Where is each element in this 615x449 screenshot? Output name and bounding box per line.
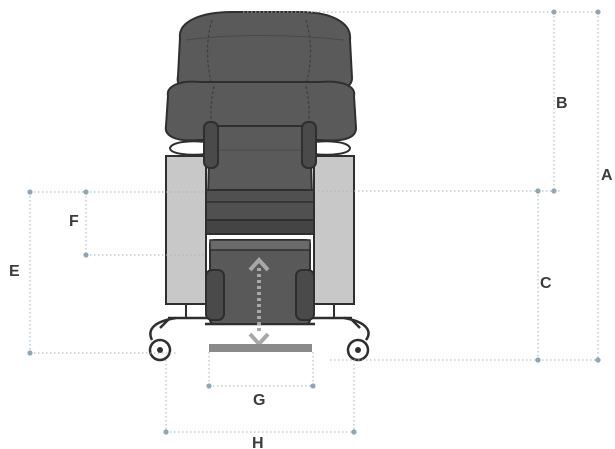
armrest-loop-right <box>313 140 352 156</box>
label-a: A <box>601 167 613 184</box>
dimension-f <box>83 189 206 258</box>
backrest-lower <box>206 125 314 197</box>
label-c: C <box>540 275 552 292</box>
dimension-e <box>27 189 206 356</box>
chair-illustration <box>148 11 370 362</box>
dimension-h <box>163 360 357 435</box>
dimension-labels: A B C E F G H <box>9 95 613 449</box>
dimension-lines <box>27 9 601 435</box>
label-h: H <box>252 435 264 449</box>
dimension-g <box>206 352 316 389</box>
label-g: G <box>253 392 265 409</box>
headrest-cushion <box>176 11 354 92</box>
foot-plate <box>209 344 312 352</box>
wing-pad-left <box>203 121 219 169</box>
label-f: F <box>69 213 79 230</box>
side-panel-left <box>165 155 207 318</box>
wing-pad-right <box>301 121 317 169</box>
label-b: B <box>556 95 568 112</box>
seat-cushion <box>205 189 315 235</box>
side-panel-right <box>313 155 355 318</box>
armrest-loop-left <box>168 140 207 156</box>
castor-wheel-right <box>346 338 370 362</box>
label-e: E <box>9 263 20 280</box>
dimension-a <box>243 9 601 363</box>
castor-wheel-left <box>148 338 172 362</box>
dimension-c <box>318 188 560 363</box>
